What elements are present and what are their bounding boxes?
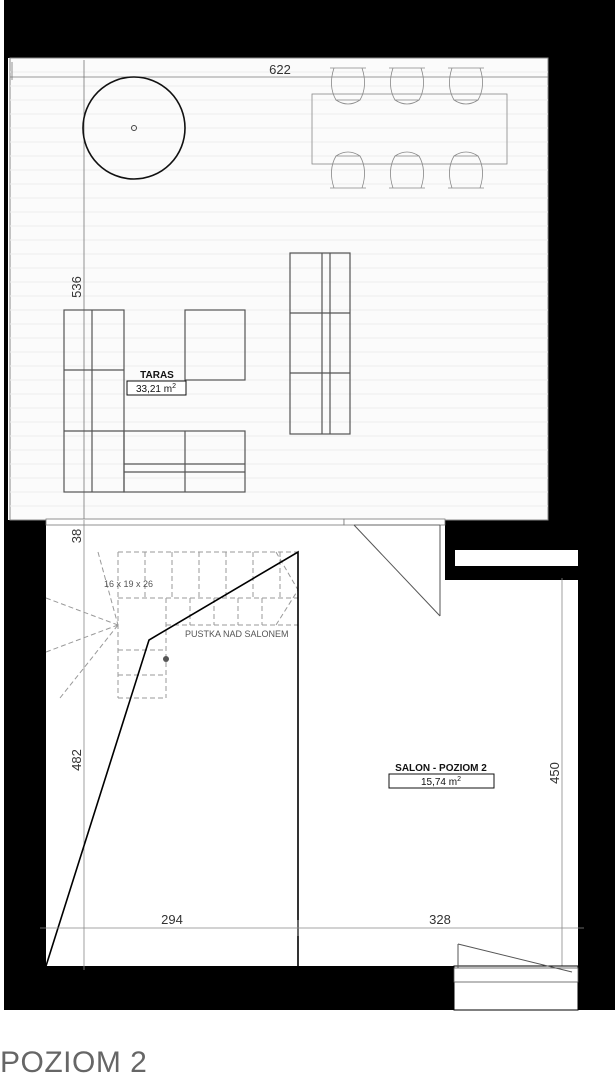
chair <box>389 67 425 105</box>
chair <box>330 67 366 105</box>
chair <box>389 151 425 189</box>
stair-marker <box>163 656 169 662</box>
dim-terrace-width: 622 <box>269 62 291 77</box>
glazing <box>45 518 446 617</box>
dining-table <box>311 93 508 165</box>
room-label-salon: SALON - POZIOM 2 15,74 m2 <box>388 763 495 789</box>
chair <box>448 67 484 105</box>
wall-window-block <box>445 566 580 580</box>
terrace-deck <box>9 57 549 521</box>
floor-plan: 622 536 <box>4 0 615 1011</box>
wall-left-thin <box>4 0 8 520</box>
chair <box>448 151 484 189</box>
void-note: PUSTKA NAD SALONEM <box>185 629 289 639</box>
wall-right-terrace <box>548 58 615 520</box>
wall-bottom <box>4 966 454 1010</box>
plan-title: POZIOM 2 <box>0 1046 148 1079</box>
dim-right-depth: 450 <box>547 762 562 784</box>
dining-chairs <box>330 67 484 189</box>
dimension-gap: 38 <box>69 520 85 970</box>
walls <box>4 0 615 1010</box>
dim-terrace-depth: 536 <box>69 276 84 298</box>
dimension-terrace-width: 622 <box>10 62 548 80</box>
room-area-terrace: 33,21 m2 <box>136 383 176 395</box>
wall-mid-right <box>445 520 580 550</box>
wall-bottom-right <box>578 966 615 1010</box>
chair <box>330 151 366 189</box>
dim-bottom-right: 328 <box>429 912 451 927</box>
wall-right-salon <box>578 520 615 966</box>
room-area-salon: 15,74 m2 <box>421 776 461 788</box>
roof-window <box>453 943 579 1011</box>
stairs-note: 16 x 19 x 26 <box>104 579 153 589</box>
wall-top <box>8 0 615 58</box>
dim-bottom-left: 294 <box>161 912 183 927</box>
round-table <box>82 76 186 180</box>
staircase <box>45 551 299 699</box>
room-label-terrace: TARAS 33,21 m2 <box>126 370 187 396</box>
room-name-terrace: TARAS <box>140 370 174 381</box>
wall-left <box>4 520 46 1010</box>
dimension-right-depth: 450 <box>547 578 563 966</box>
wall-window-side <box>445 545 455 580</box>
corner-sofa <box>63 309 246 493</box>
dimension-bottom: 294 328 <box>40 912 584 936</box>
void-outline <box>45 550 299 967</box>
room-name-salon: SALON - POZIOM 2 <box>395 763 487 774</box>
dim-gap: 38 <box>69 529 84 543</box>
sofa-right <box>289 252 351 435</box>
dim-left-depth: 482 <box>69 749 84 771</box>
armchair <box>184 309 246 381</box>
